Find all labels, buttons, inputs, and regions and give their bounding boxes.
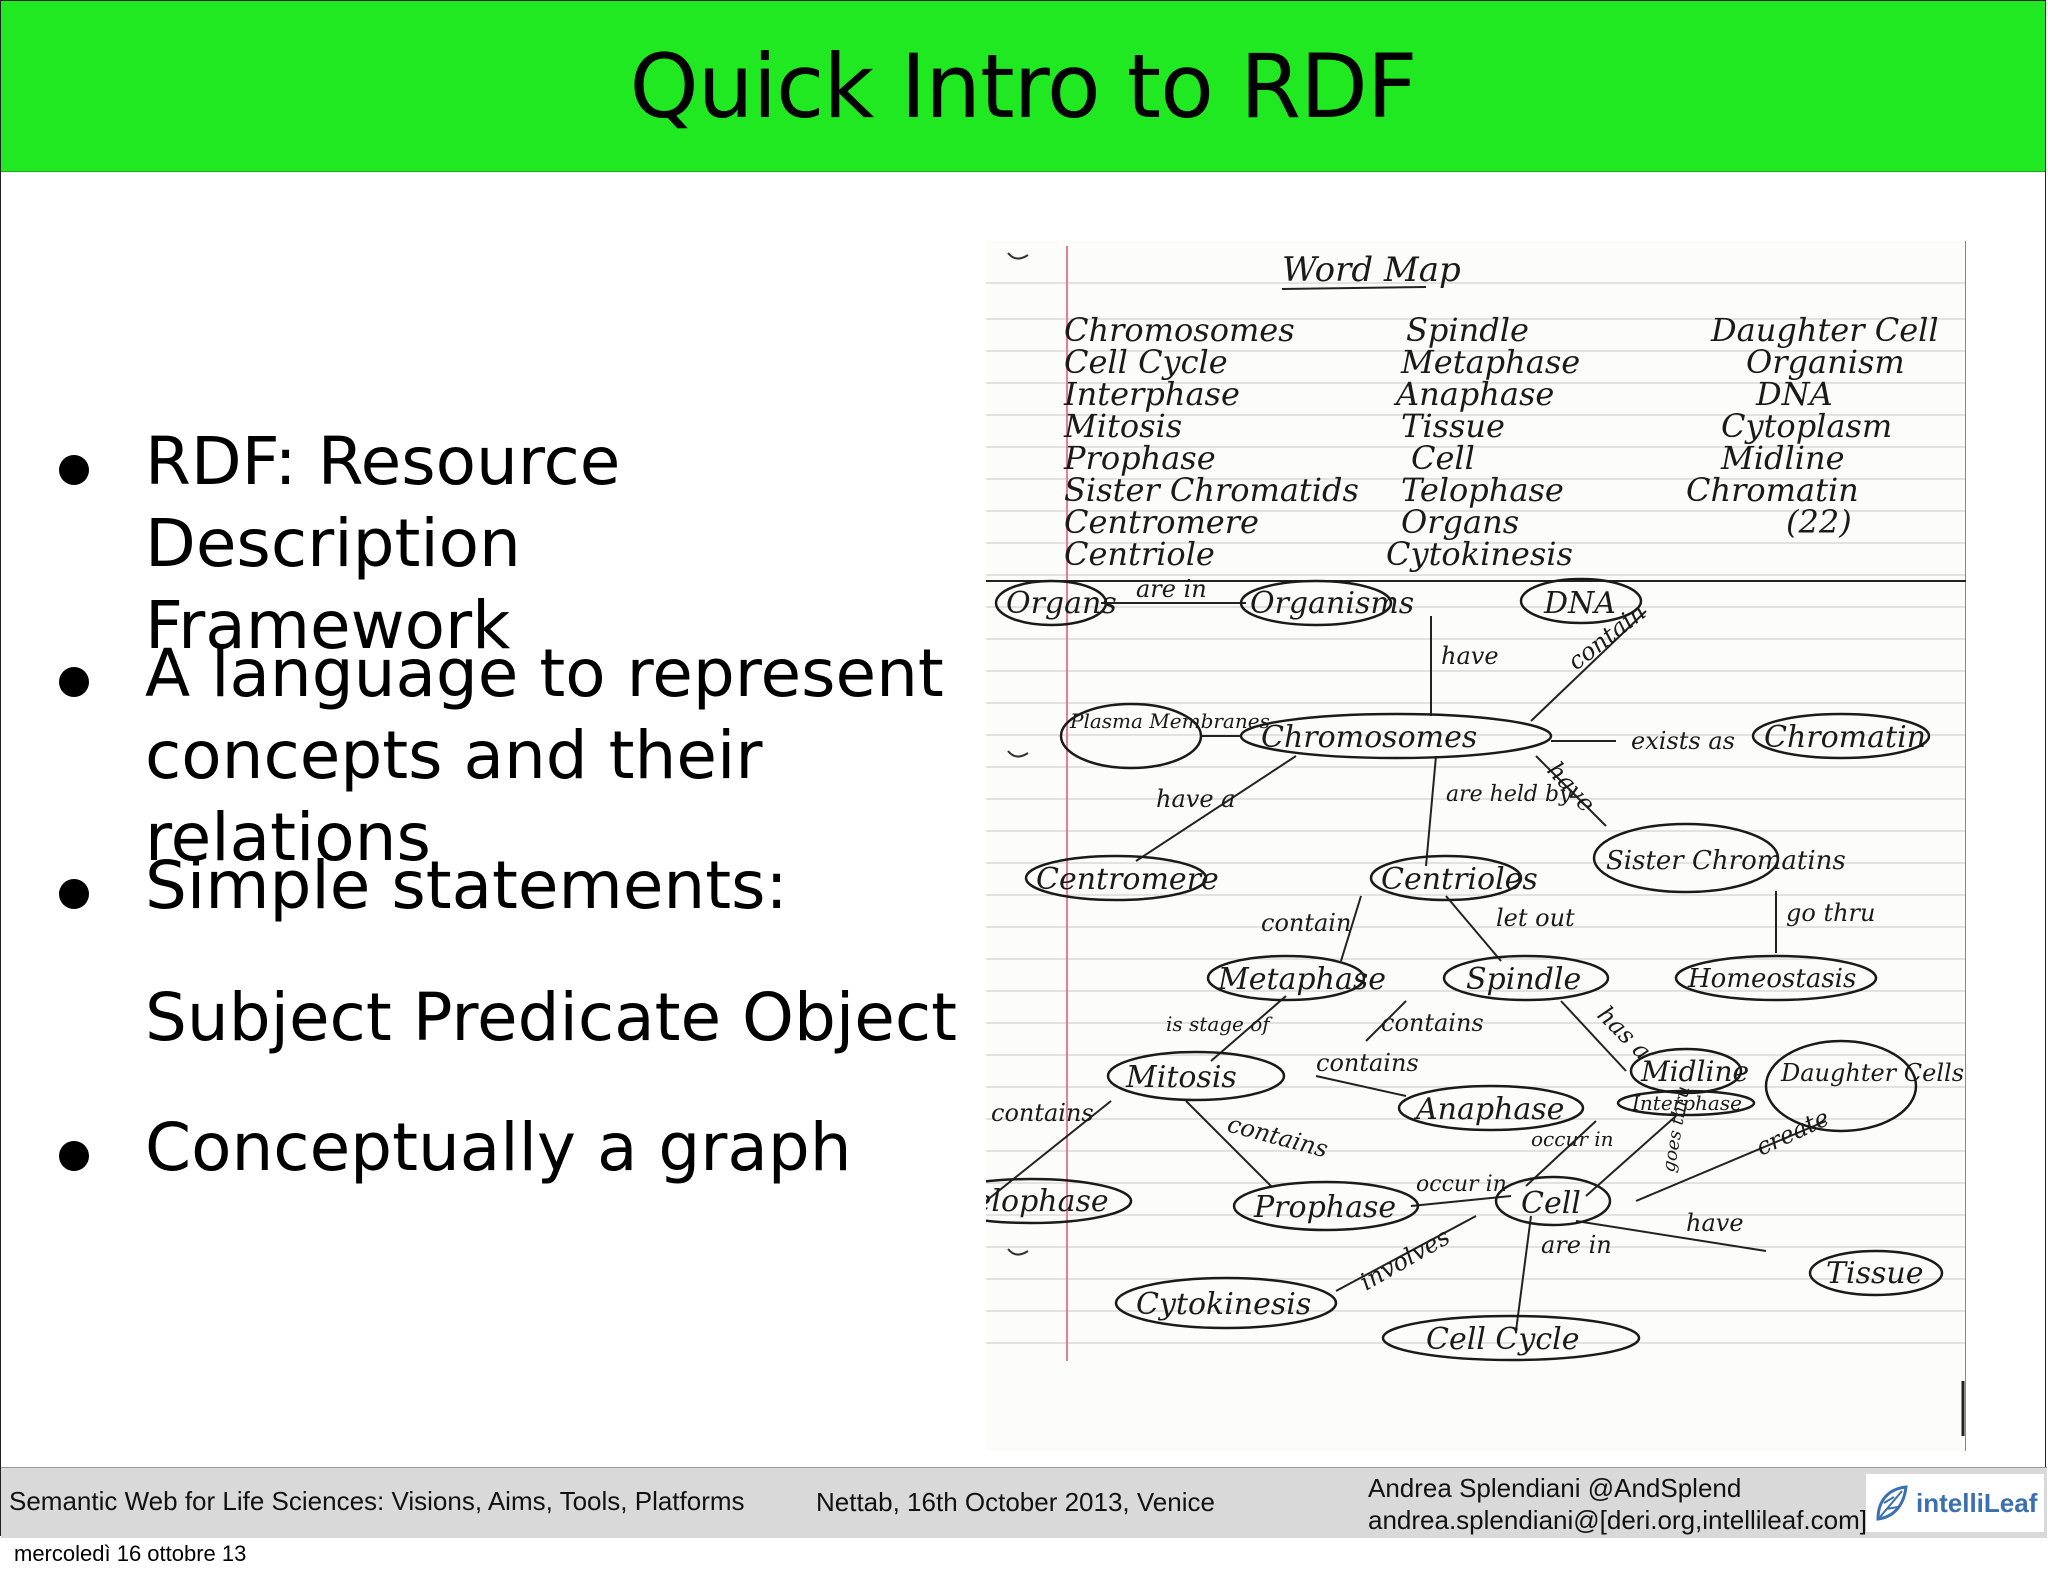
footer-author-email: andrea.splendiani@[deri.org,intellileaf.…	[1368, 1505, 1868, 1535]
word-list-item: Cytoplasm	[1721, 407, 1892, 445]
bullet-icon	[59, 455, 89, 485]
word-list-item: DNA	[1755, 375, 1833, 413]
node-label: Chromatin	[1764, 720, 1926, 755]
word-list-item: Metaphase	[1400, 343, 1580, 381]
edge-label: let out	[1496, 904, 1575, 932]
word-list-item: Chromosomes	[1064, 311, 1295, 349]
node-label: Cell Cycle	[1426, 1322, 1580, 1357]
edge-label: are held by	[1446, 782, 1572, 807]
bullet-line: RDF: Resource Description	[145, 423, 621, 582]
edge-label: have	[1686, 1209, 1744, 1237]
footer-event: Nettab, 16th October 2013, Venice	[816, 1487, 1215, 1517]
word-list-item: Cell Cycle	[1064, 343, 1228, 381]
slide-title: Quick Intro to RDF	[629, 34, 1418, 138]
bullet-icon	[59, 1141, 89, 1171]
word-list-item: Organism	[1746, 343, 1905, 381]
edge-label: have a	[1156, 785, 1235, 813]
edge-label: have	[1441, 642, 1499, 670]
node-label: Organs	[1006, 586, 1117, 621]
edge-label: is stage of	[1166, 1012, 1273, 1036]
edge-label: go thru	[1786, 899, 1875, 927]
slide-footer: Semantic Web for Life Sciences: Visions,…	[1, 1467, 2047, 1538]
node-label: Metaphase	[1217, 962, 1386, 997]
node-label: Mitosis	[1125, 1060, 1237, 1095]
edge-label: contain	[1261, 909, 1351, 937]
sub-statement: Subject Predicate Object	[145, 979, 958, 1056]
word-list-item: Interphase	[1063, 375, 1240, 413]
word-list-item: Prophase	[1063, 439, 1216, 477]
node-label: Centromere	[1036, 862, 1219, 897]
edge-label: contains	[991, 1099, 1094, 1127]
bullet-line: A language to represent	[145, 635, 944, 712]
node-label: Midline	[1640, 1055, 1749, 1088]
bullet-line: Framework	[145, 587, 511, 664]
edge-label: are in	[1136, 575, 1207, 603]
bullet-icon	[59, 879, 89, 909]
bullet-text: Conceptually a graph	[145, 1107, 1005, 1189]
node-label: Homeostasis	[1687, 964, 1856, 994]
intellileaf-logo: intelliLeaf	[1866, 1474, 2044, 1532]
word-list-item: Spindle	[1406, 311, 1529, 349]
logo-text: intelliLeaf	[1916, 1487, 2038, 1518]
footer-author: Andrea Splendiani @AndSplend andrea.sple…	[1368, 1472, 1867, 1536]
bullet-text: Simple statements:	[145, 845, 1005, 927]
node-label: Tissue	[1826, 1256, 1923, 1291]
node-label: Centrioles	[1381, 862, 1538, 897]
word-list-item: Anaphase	[1393, 375, 1554, 413]
bullet-icon	[59, 667, 89, 697]
footer-talk-title: Semantic Web for Life Sciences: Visions,…	[9, 1486, 745, 1516]
leaf-icon	[1876, 1485, 1908, 1521]
print-timestamp: mercoledì 16 ottobre 13	[14, 1541, 247, 1566]
bullet-line: concepts and their relations	[145, 717, 763, 876]
word-list-item: Centriole	[1064, 535, 1215, 573]
word-map-svg: Word Map Chromosomes Cell Cycle Interpha…	[986, 241, 1966, 1451]
word-list-item: Daughter Cell	[1710, 311, 1939, 349]
footer-author-name: Andrea Splendiani @AndSplend	[1368, 1473, 1742, 1503]
concept-labels: Organs Organisms DNA Plasma Membranes Ch…	[986, 586, 1964, 1357]
word-list-item: Tissue	[1401, 407, 1505, 445]
node-label: Plasma Membranes	[1069, 709, 1270, 733]
handwritten-word-map-image: Word Map Chromosomes Cell Cycle Interpha…	[986, 241, 1966, 1451]
node-label: DNA	[1543, 586, 1616, 621]
word-map-heading: Word Map	[1282, 250, 1461, 290]
word-list-item: Organs	[1401, 503, 1519, 541]
word-list-item: Chromatin	[1686, 471, 1859, 509]
slide: Quick Intro to RDF RDF: Resource Descrip…	[0, 0, 2047, 1538]
bullet-line: Simple statements:	[145, 847, 788, 924]
node-label: Chromosomes	[1261, 720, 1477, 755]
node-label: Telophase	[986, 1184, 1109, 1219]
edge-label: contains	[1381, 1009, 1484, 1037]
bullet-text: RDF: Resource Description Framework	[145, 421, 1005, 667]
bullet-text: A language to represent concepts and the…	[145, 633, 1005, 879]
edge-label: are in	[1541, 1231, 1612, 1259]
word-list-item: Sister Chromatids	[1064, 471, 1359, 509]
bullet-line: Conceptually a graph	[145, 1109, 852, 1186]
edge-label: contains	[1316, 1049, 1419, 1077]
word-list-item: Telophase	[1401, 471, 1564, 509]
word-list-item: Cytokinesis	[1386, 535, 1573, 573]
word-list-item: Centromere	[1064, 503, 1259, 541]
node-label: Interphase	[1631, 1091, 1742, 1115]
word-list-item: Mitosis	[1063, 407, 1182, 445]
node-label: Spindle	[1466, 962, 1581, 997]
node-label: Sister Chromatins	[1606, 846, 1846, 876]
word-list-item: (22)	[1786, 503, 1852, 541]
node-label: Cytokinesis	[1136, 1287, 1311, 1322]
node-label: Organisms	[1250, 586, 1414, 621]
title-bar: Quick Intro to RDF	[1, 1, 2045, 172]
node-label: Prophase	[1253, 1190, 1396, 1225]
word-list: Chromosomes Cell Cycle Interphase Mitosi…	[1063, 311, 1939, 573]
node-label: Cell	[1521, 1186, 1581, 1221]
notebook-ruling	[986, 282, 1966, 1344]
edge-label: exists as	[1631, 727, 1735, 755]
node-label: Daughter Cells	[1780, 1059, 1964, 1087]
word-list-item: Cell	[1411, 439, 1475, 477]
concept-nodes	[986, 577, 1944, 1362]
edge-label: occur in	[1416, 1172, 1507, 1197]
edge-label: occur in	[1531, 1127, 1614, 1151]
word-list-item: Midline	[1720, 439, 1845, 477]
concept-edges	[986, 580, 1966, 1332]
node-label: Anaphase	[1413, 1092, 1564, 1127]
